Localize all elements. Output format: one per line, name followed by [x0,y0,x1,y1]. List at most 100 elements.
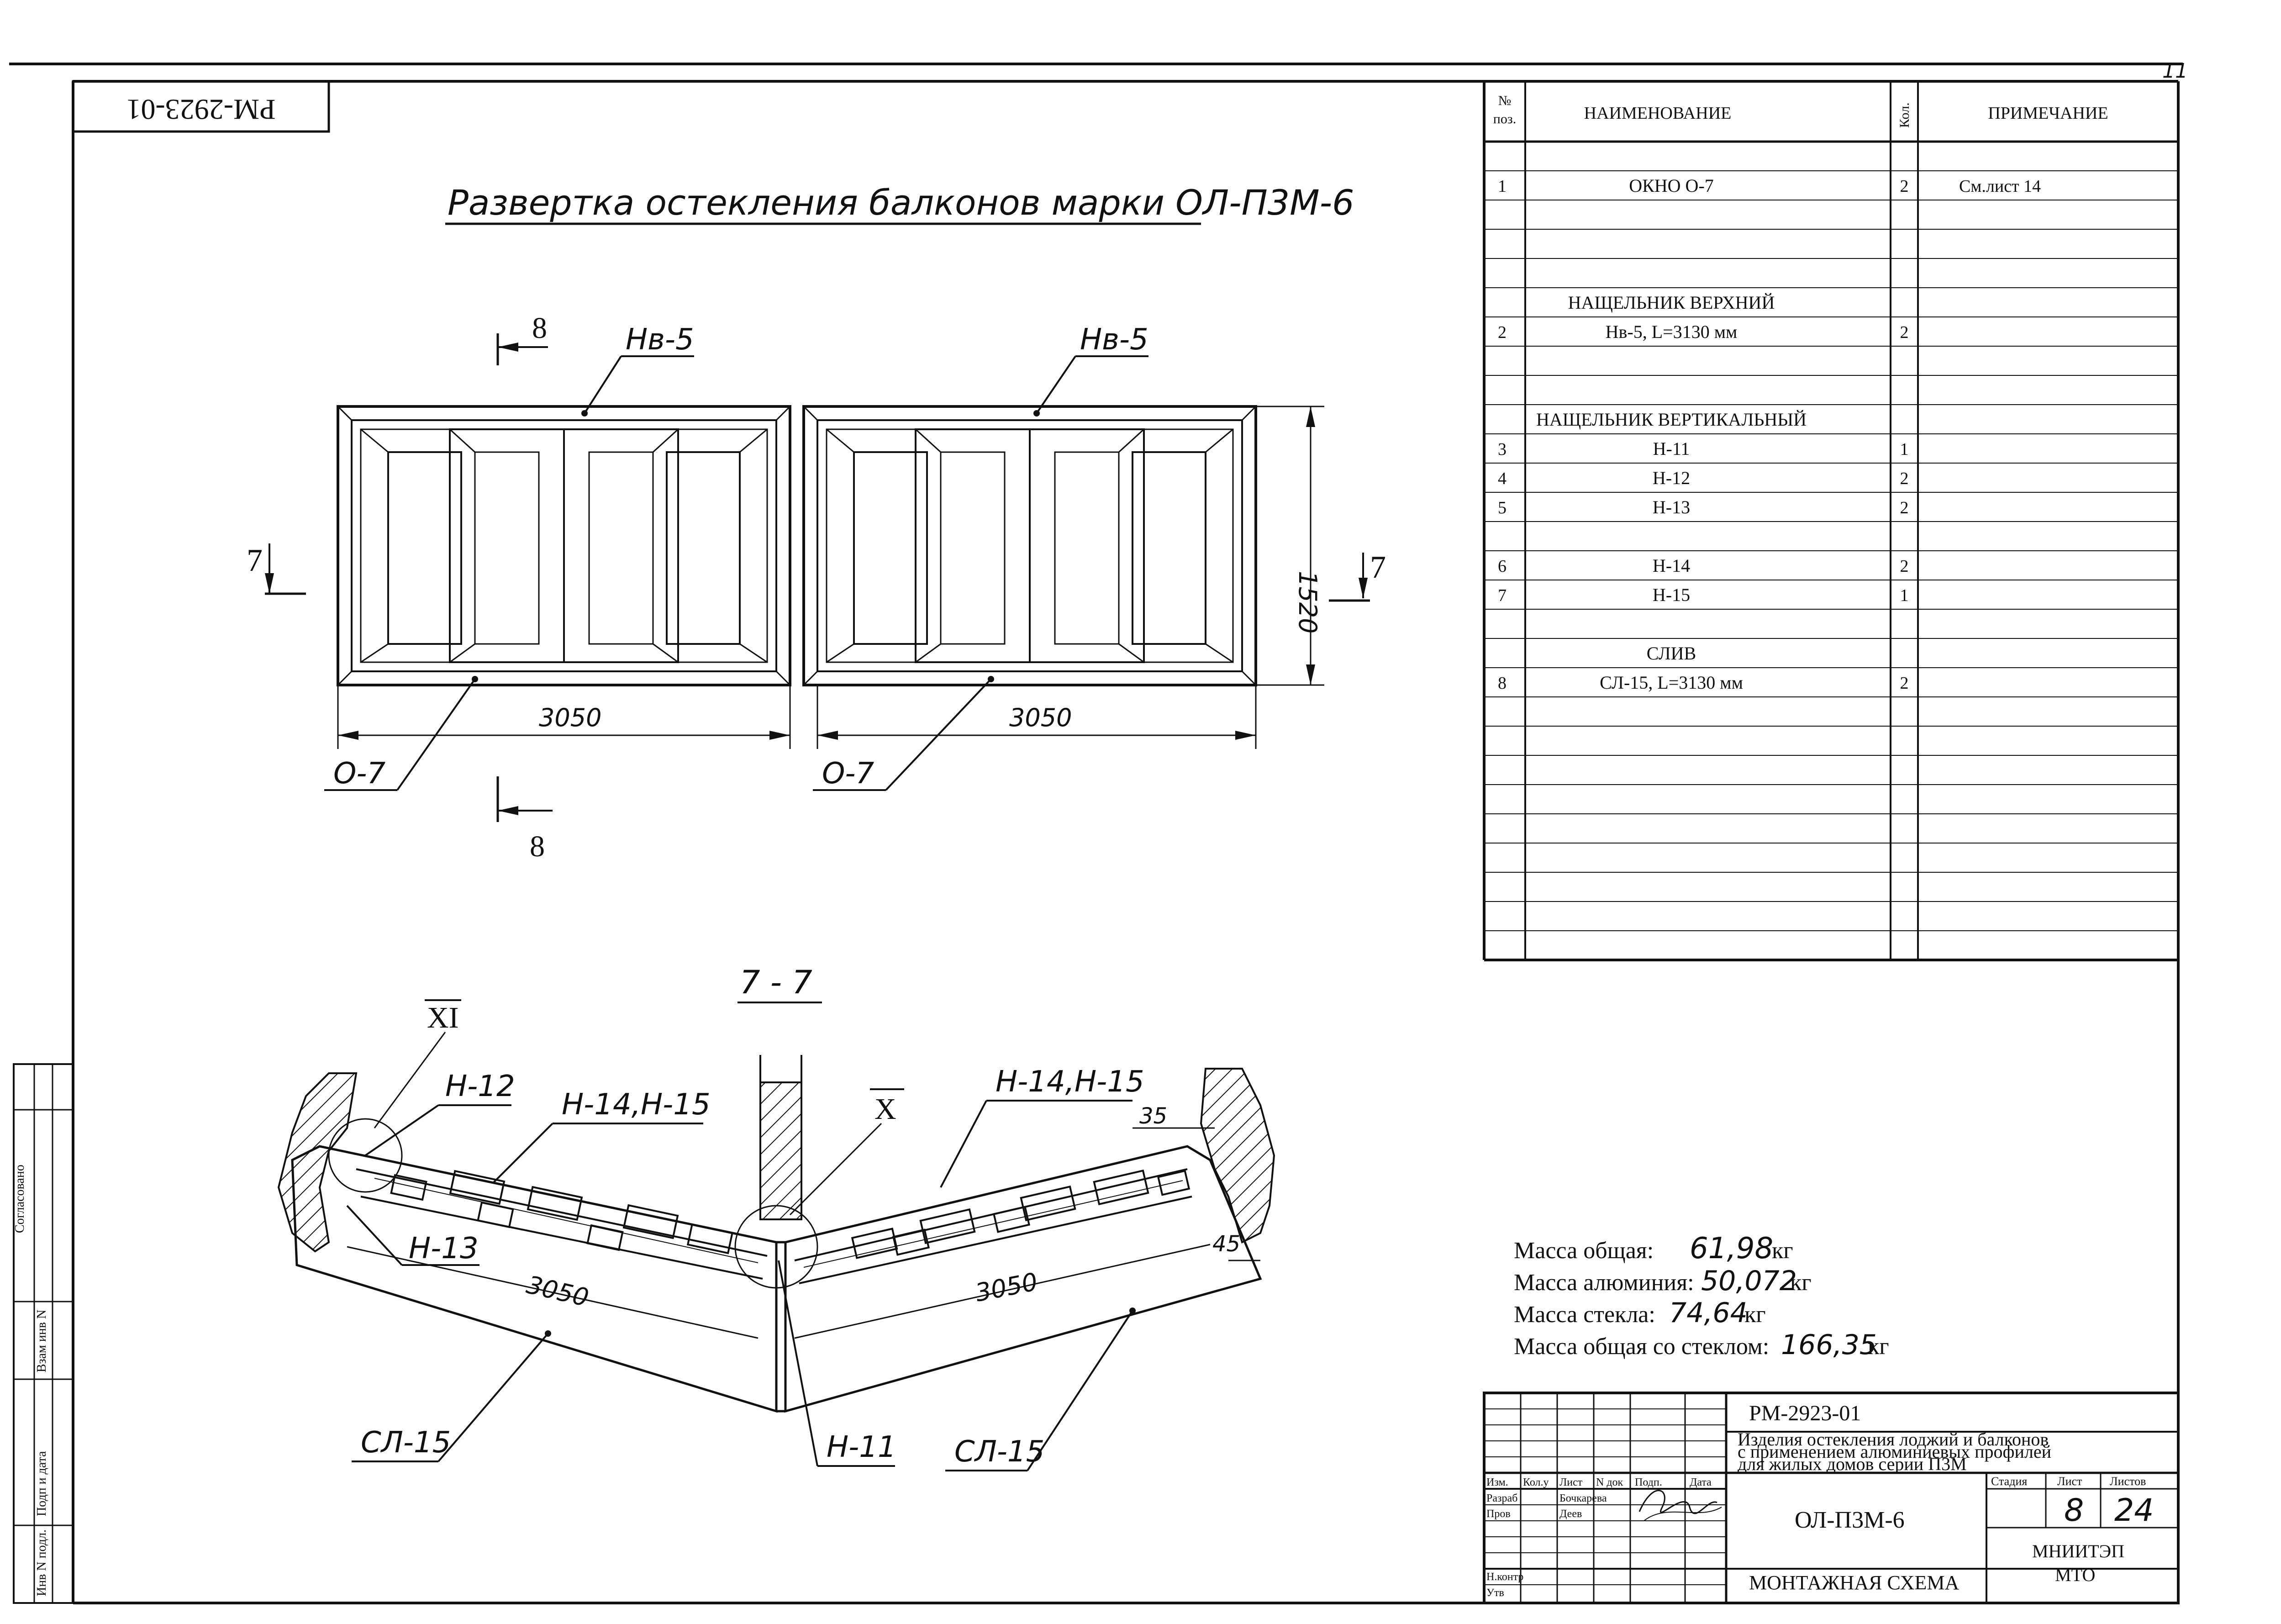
tb-sheets-label: Листов [2110,1475,2146,1488]
label-n14-n15-left: Н-14,Н-15 [562,1088,711,1122]
table-row-note: См.лист 14 [1959,177,2041,196]
label-o7-right: О-7 [822,757,874,791]
mass-aluminium-unit: кг [1790,1270,1812,1296]
tb-org-line1: МНИИТЭП [2032,1541,2124,1561]
section-7-right: 7 [1370,550,1386,585]
table-row-name: НАЩЕЛЬНИК ВЕРХНИЙ [1568,292,1775,313]
table-row-name: НАЩЕЛЬНИК ВЕРТИКАЛЬНЫЙ [1536,409,1807,430]
dim-35: 35 [1139,1103,1167,1129]
label-n12: Н-12 [445,1070,515,1103]
side-stamp: Согласовано Взам инв N Подп и дата Инв N… [13,1063,74,1604]
mass-aluminium-value: 50,072 [1701,1265,1797,1297]
table-row-qty: 2 [1900,323,1909,342]
tb-sheet: 8 [2064,1492,2084,1529]
profile-left [356,1168,768,1280]
title-block: РМ-2923-01 Изделия остекления лоджий и б… [1483,1392,2180,1604]
mass-glass-unit: кг [1744,1302,1766,1328]
wall-right [1200,1068,1275,1244]
table-row-name: Н-13 [1653,497,1690,517]
section-7-left: 7 [247,543,263,578]
table-row-name: Н-14 [1653,555,1690,576]
side-stamp-inv: Инв N подл. [35,1529,49,1596]
dim-width-right: 3050 [1009,703,1072,732]
table-row-name: Нв-5, L=3130 мм [1606,322,1738,342]
side-stamp-sign: Подп и дата [35,1451,49,1516]
mass-aluminium-label: Масса алюминия: [1514,1270,1694,1296]
wall-left [277,1072,358,1253]
table-row-pos: 5 [1498,498,1507,517]
mass-total-label: Масса общая: [1514,1238,1654,1264]
tb-stage-label: Стадия [1991,1475,2027,1488]
mass-with-glass-unit: кг [1868,1334,1889,1360]
table-row-qty: 1 [1900,586,1909,605]
mass-glass-label: Масса стекла: [1514,1302,1655,1328]
label-nv5-left: Нв-5 [626,323,694,357]
tb-project-line3: для жилых домов серии П3М [1738,1454,1967,1474]
tb-project-line2: с применением алюминиевых профилей [1738,1441,2051,1462]
tb-mark: ОЛ-П3М-6 [1795,1507,1905,1533]
table-row-pos: 4 [1498,469,1507,488]
section-8-bottom: 8 [530,830,545,863]
tb-col-data: Дата [1690,1476,1712,1488]
page-title: Развертка остекления балконов марки ОЛ-П… [448,182,1354,223]
table-row-qty: 2 [1900,469,1909,488]
mass-with-glass-label: Масса общая со стеклом: [1514,1334,1769,1360]
profile-right [794,1168,1192,1284]
table-row-qty: 2 [1900,674,1909,693]
mass-glass-value: 74,64 [1669,1297,1748,1329]
tb-sheet-label: Лист [2057,1475,2082,1488]
tb-role-nkontr: Н.контр [1486,1571,1523,1583]
center-post [759,1081,802,1220]
callout-x: X [874,1092,896,1126]
tb-role-prov: Пров [1486,1508,1511,1520]
tb-project-line1: Изделия остекления лоджий и балконов [1738,1429,2049,1450]
label-sl15-right: СЛ-15 [954,1435,1044,1469]
label-o7-left: О-7 [333,757,385,791]
tb-name-prov: Деев [1559,1508,1582,1520]
tb-role-razrab: Разраб [1486,1492,1517,1504]
table-row-qty: 2 [1900,557,1909,576]
header-pos: № [1498,93,1512,108]
table-row-pos: 1 [1498,177,1507,196]
mass-total-value: 61,98 [1690,1232,1773,1265]
label-n14-n15-right: Н-14,Н-15 [996,1065,1144,1099]
side-stamp-replace: Взам инв N [35,1310,49,1372]
table-row-name: СЛ-15, L=3130 мм [1600,672,1743,693]
table-row-qty: 2 [1900,498,1909,517]
mass-total-unit: кг [1772,1238,1793,1264]
signature [1638,1490,1717,1514]
table-row-pos: 7 [1498,586,1507,605]
dim-width-left: 3050 [539,703,601,732]
table-row-pos: 8 [1498,674,1507,693]
dim-section-left: 3050 [524,1270,591,1312]
table-row-name: СЛИВ [1647,643,1696,664]
label-nv5-right: Нв-5 [1080,323,1148,357]
section-title: 7 - 7 [740,964,812,1001]
tb-name-razrab: Бочкарева [1559,1492,1607,1504]
tb-col-list: Лист [1559,1476,1583,1488]
dim-height: 1520 [1293,571,1322,633]
table-row-name: Н-11 [1653,438,1690,459]
sheet-frame [9,63,2183,1604]
window-o7-right [802,405,1257,686]
label-n11: Н-11 [827,1430,896,1464]
section-view: 7 - 7 [277,964,1275,1471]
section-8-top: 8 [532,311,547,345]
tb-col-podp: Подп. [1635,1476,1662,1488]
inverted-stamp: РМ-2923-01 [72,80,330,133]
tb-doc-code: РМ-2923-01 [1749,1401,1861,1425]
mass-block: Масса общая: 61,98 кг Масса алюминия: 50… [1514,1232,1889,1361]
tb-sheets: 24 [2114,1492,2154,1529]
window-o7-left [337,405,791,686]
table-row-qty: 1 [1900,440,1909,459]
label-sl15-left: СЛ-15 [361,1426,451,1460]
table-row-qty: 2 [1900,177,1909,196]
header-pos-2: поз. [1493,111,1516,127]
side-stamp-agreed: Согласовано [13,1165,27,1233]
dim-section-right: 3050 [973,1267,1040,1308]
header-note: ПРИМЕЧАНИЕ [1988,104,2108,123]
header-qty: Кол. [1897,102,1912,128]
callout-xi: XI [427,1001,459,1034]
table-row-name: Н-15 [1653,585,1690,605]
